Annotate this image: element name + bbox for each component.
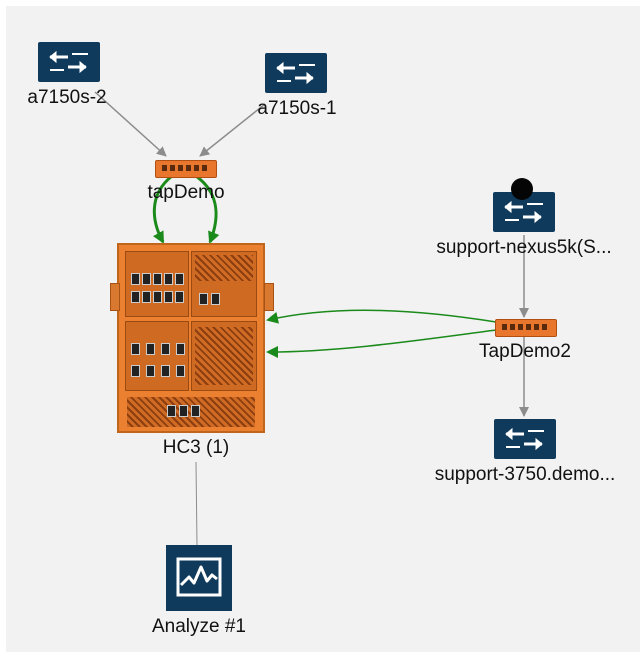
node-label-a7150s-1: a7150s-1 [257,98,337,119]
hc3-chassis-icon[interactable] [117,243,265,433]
chassis-left-ear [110,283,120,311]
link-a7150s2-tapdemo[interactable] [94,91,167,157]
flow-tapdemo2-hc3-upper[interactable] [266,309,497,324]
node-label-tapdemo2: TapDemo2 [479,341,571,362]
flow-tapdemo-hc3-left[interactable] [152,174,173,244]
chassis-right-ear [264,283,274,311]
link-a7150s1-tapdemo[interactable] [199,103,266,157]
tapdemo-device-icon[interactable] [155,160,217,178]
status-dot-icon [511,178,533,200]
node-label-tapdemo: tapDemo [147,182,225,203]
link-hc3-analyze[interactable] [195,461,198,546]
node-label-hc3: HC3 (1) [162,437,230,458]
switch-a7150s-1-icon[interactable] [265,53,327,93]
node-label-analyze: Analyze #1 [151,616,247,637]
node-label-support-3750: support-3750.demo... [434,464,616,485]
switch-a7150s-2-icon[interactable] [38,42,100,82]
node-label-a7150s-2: a7150s-2 [27,87,107,108]
flow-tapdemo2-hc3-lower[interactable] [266,329,497,358]
flow-tapdemo-hc3-right[interactable] [195,174,220,244]
tapdemo2-device-icon[interactable] [495,319,557,337]
analytics-chart-icon[interactable] [166,545,232,611]
node-label-support-nexus5k: support-nexus5k(S... [436,237,612,258]
switch-support-3750-icon[interactable] [494,419,556,459]
